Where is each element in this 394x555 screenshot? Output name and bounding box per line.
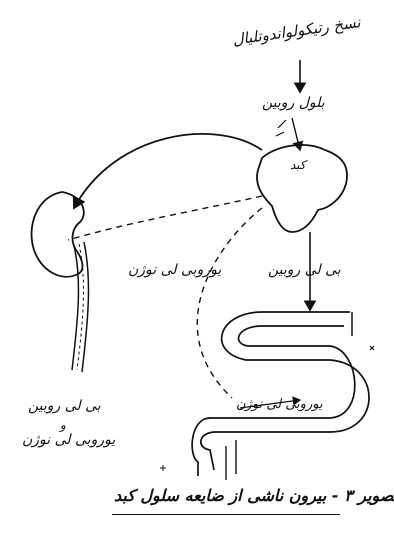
ureter-right xyxy=(82,242,88,372)
rectum-lines xyxy=(226,440,236,480)
enterohepatic-dashed xyxy=(197,208,262,398)
urobilinogen-intestine-label: یوروبی لی نوژن xyxy=(236,397,323,412)
liver-label: کبد xyxy=(290,158,306,172)
liver-to-kidney-dashed xyxy=(68,196,262,240)
bilirubin-label: بلول روبین xyxy=(262,95,325,111)
scan-mark xyxy=(370,346,374,350)
ureter-left xyxy=(72,246,78,370)
liver-to-kidney-arrow xyxy=(74,134,262,208)
kidney-bilirubin-label: بی لی روبین xyxy=(28,398,101,414)
urobilinogen-reabsorbed-label: یوروبی لی نوژن xyxy=(128,262,221,278)
scan-mark-2 xyxy=(160,465,166,471)
kidney-and-label: و xyxy=(60,418,66,432)
caption-underline xyxy=(112,514,340,515)
kidney-urobilinogen-label: یوروبی لی نوژن xyxy=(22,432,115,448)
double-arrow-mark xyxy=(276,120,286,136)
bilirubin-intestine-label: بی لی روبین xyxy=(268,262,341,278)
figure-caption: تصویر ۳ - بیرون ناشی از ضایعه سلول کبد xyxy=(114,486,394,505)
